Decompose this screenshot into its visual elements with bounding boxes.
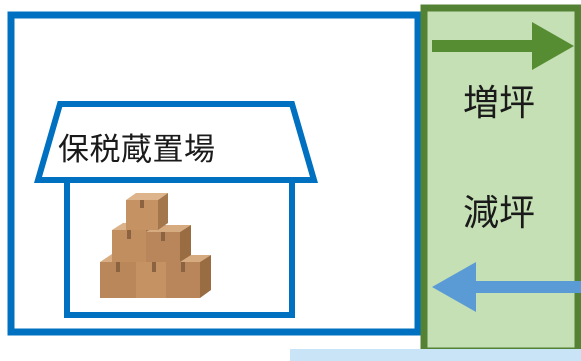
decrease-area-label: 減坪	[463, 193, 536, 234]
box	[126, 193, 168, 230]
area-change-panel	[420, 4, 581, 355]
warehouse-roof	[34, 101, 318, 183]
increase-area-label: 増坪	[463, 83, 536, 124]
bottom-highlight-strip	[290, 349, 581, 361]
warehouse-label: 保税蔵置場	[58, 132, 216, 168]
decrease-arrow-icon	[432, 262, 581, 312]
cardboard-boxes-icon	[100, 193, 211, 298]
box	[146, 225, 191, 262]
increase-arrow-icon	[432, 22, 574, 70]
